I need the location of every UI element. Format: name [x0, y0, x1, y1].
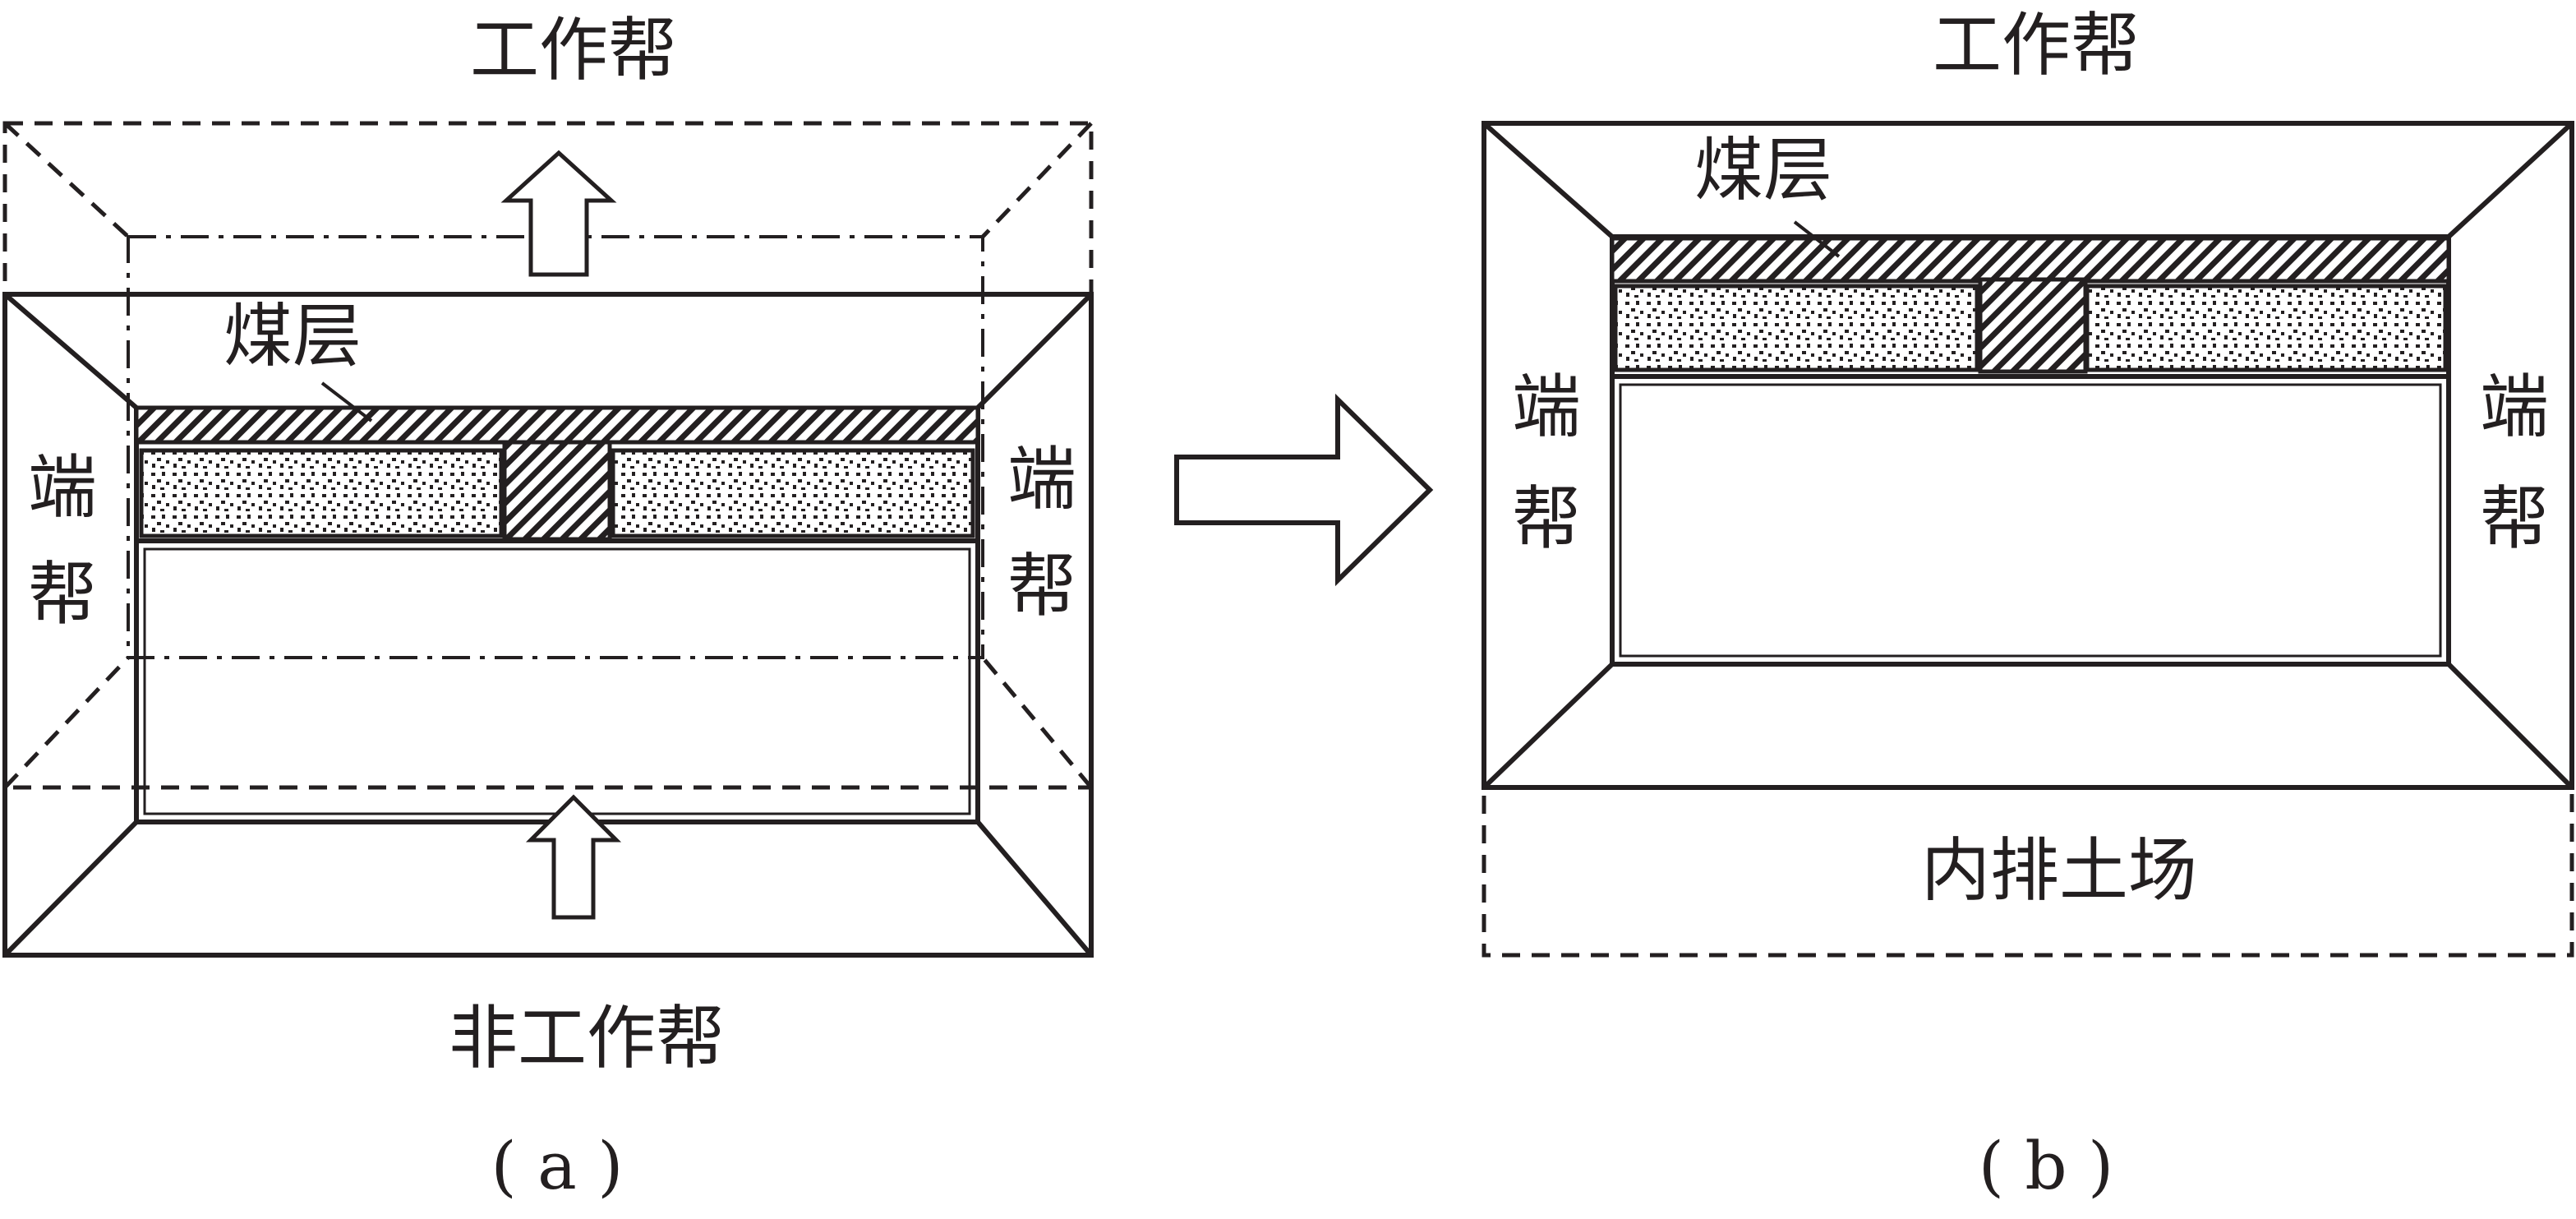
panel-b-internal-dump-label: 内排土场	[1921, 830, 2197, 911]
panel-b-left-end-slope-label-2: 帮	[1512, 478, 1581, 559]
panel-b-right-end-slope-label-1: 端	[2480, 367, 2549, 447]
panel-b-caption: ( b )	[1979, 1128, 2114, 1204]
overburden-right-a	[611, 448, 975, 538]
coal-trench-a	[502, 440, 612, 542]
panel-b-right-end-slope-label-2: 帮	[2480, 478, 2549, 559]
pit-outline-a	[2, 292, 1094, 958]
internal-dump-area	[1482, 785, 2574, 958]
up-arrow-icon	[525, 794, 622, 920]
pit-outline-b	[1482, 121, 2574, 790]
overburden-right-b	[2085, 284, 2448, 372]
coal-trench-b	[1978, 277, 2088, 374]
panel-a-non-working-slope-label: 非工作帮	[449, 998, 725, 1078]
panel-b-left-end-slope-label-1: 端	[1512, 367, 1581, 447]
overburden-left-a	[139, 448, 504, 538]
coal-seam-a	[134, 405, 980, 445]
panel-a	[2, 121, 1094, 958]
panel-a-right-end-slope-label-2: 帮	[1007, 546, 1076, 626]
overburden-left-b	[1613, 284, 1979, 372]
up-arrow-icon	[500, 150, 617, 277]
pit-floor-a	[134, 538, 980, 824]
panel-b-coal-seam-label: 煤层	[1694, 130, 1832, 210]
panel-b	[1482, 121, 2574, 958]
pit-floor-b	[1610, 374, 2451, 667]
right-arrow-icon	[1174, 393, 1434, 587]
panel-a-left-end-slope-label-2: 帮	[28, 554, 97, 635]
panel-a-working-slope-label: 工作帮	[470, 10, 677, 90]
coal-seam-b	[1610, 236, 2451, 284]
panel-a-left-end-slope-label-1: 端	[28, 447, 97, 528]
panel-a-right-end-slope-label-1: 端	[1007, 439, 1076, 519]
panel-a-caption: ( a )	[491, 1128, 624, 1204]
panel-a-coal-seam-label: 煤层	[223, 296, 362, 376]
panel-b-working-slope-label: 工作帮	[1933, 5, 2140, 85]
advance-outline-dashed	[2, 121, 1094, 790]
